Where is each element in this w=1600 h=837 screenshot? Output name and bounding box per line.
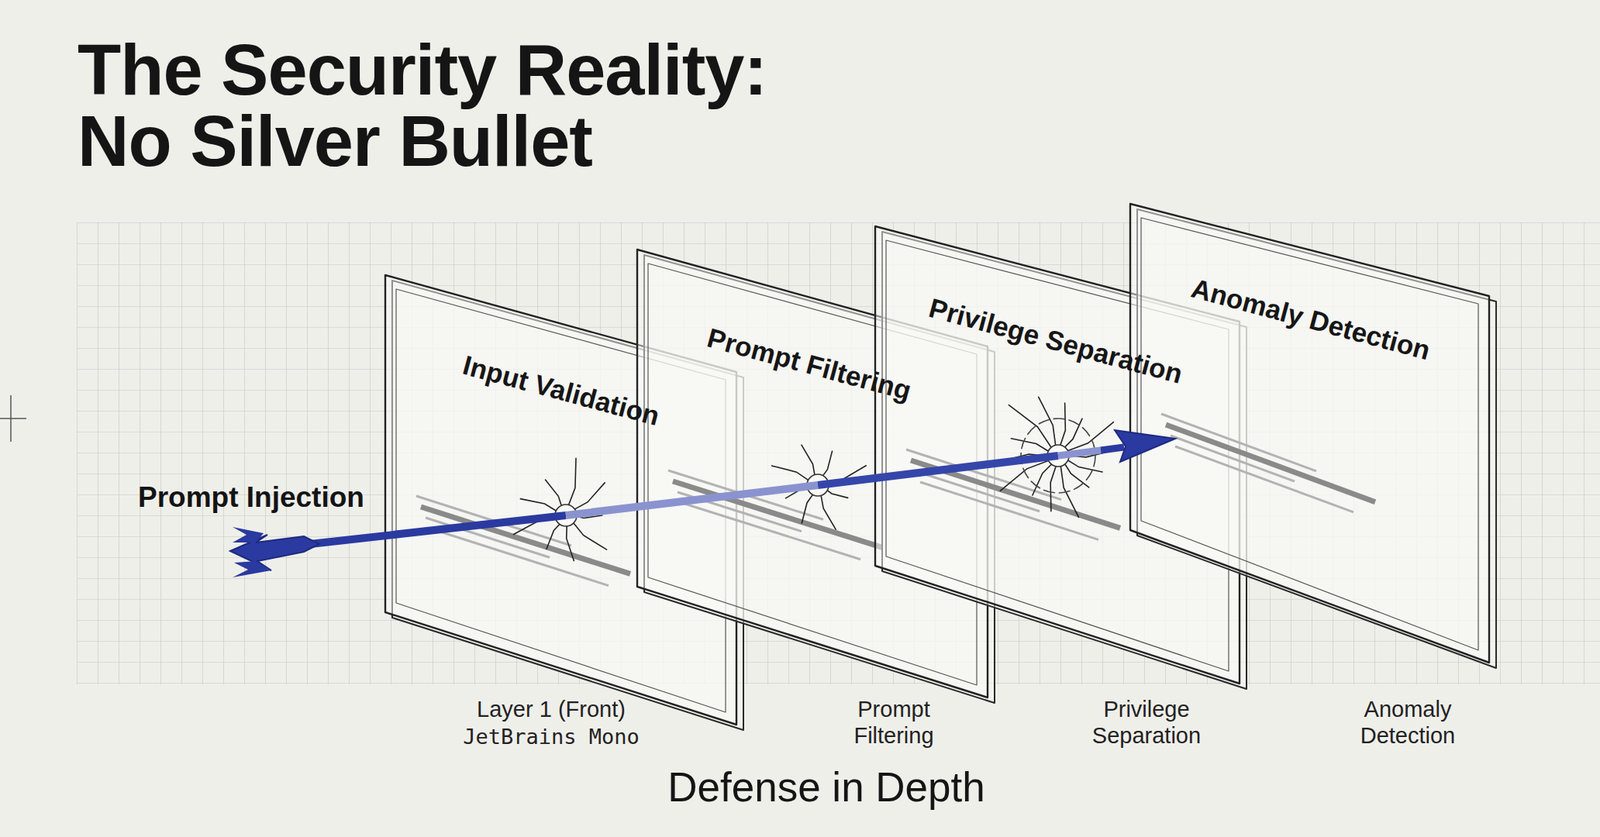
layer-caption: Layer 1 (Front) — [476, 696, 626, 723]
layer-caption: Prompt Filtering — [827, 696, 960, 749]
font-note: JetBrains Mono — [462, 724, 640, 750]
title: The Security Reality: No Silver Bullet — [77, 34, 845, 177]
caption: Defense in Depth — [667, 763, 986, 811]
attack-label: Prompt Injection — [137, 480, 365, 515]
layer-caption: Privilege Separation — [1076, 696, 1217, 749]
defense-layer-panel: Anomaly Detection — [1130, 203, 1497, 671]
panel-outline — [1130, 203, 1497, 671]
layer-caption: Anomaly Detection — [1345, 696, 1470, 749]
